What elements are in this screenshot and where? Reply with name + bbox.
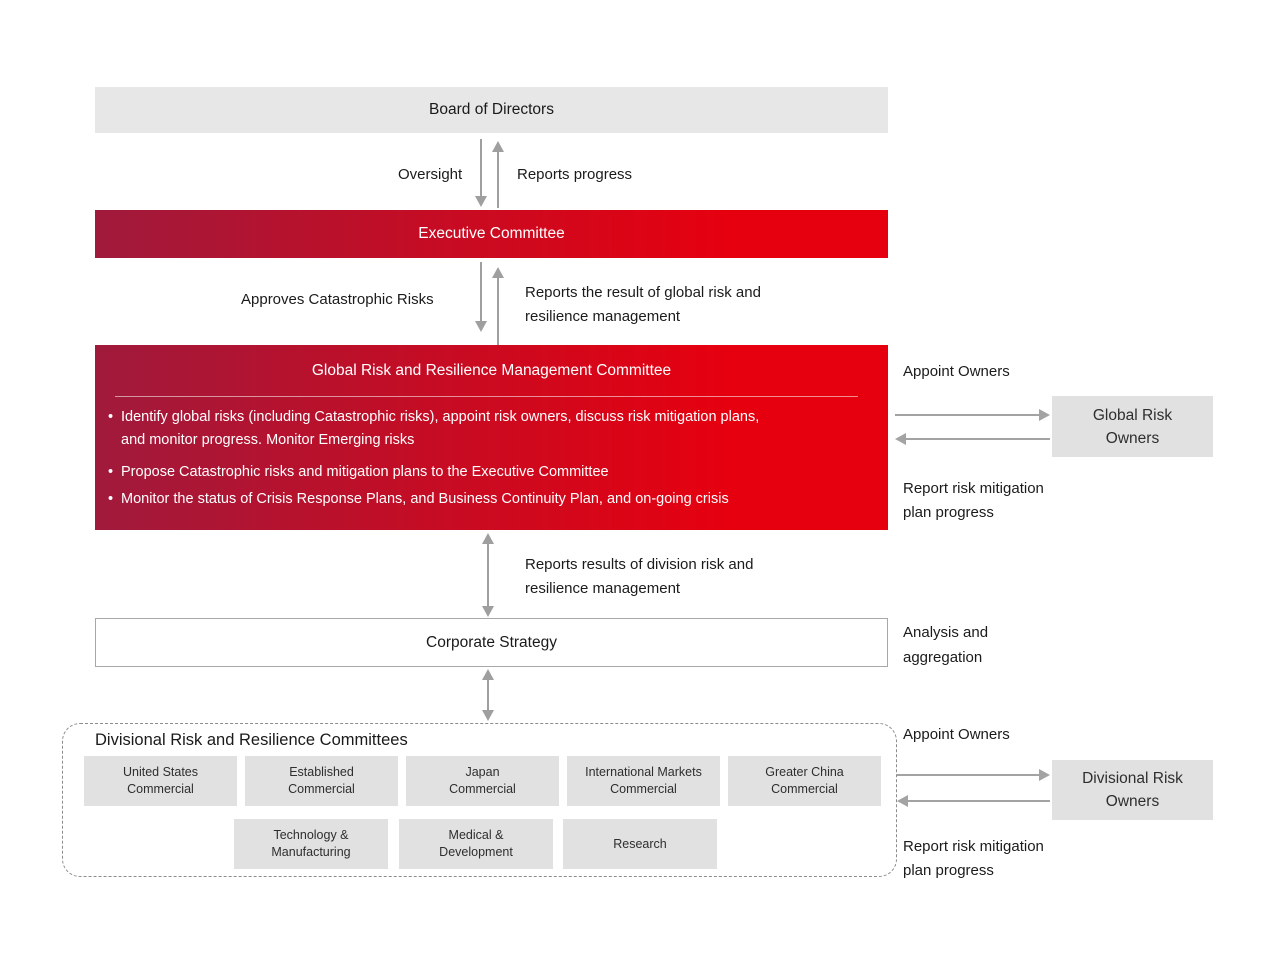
divisional-committees-container: Divisional Risk and Resilience Committee… (62, 723, 897, 877)
bullet-propose-risks: Propose Catastrophic risks and mitigatio… (108, 461, 870, 484)
reports-progress-label: Reports progress (517, 166, 633, 183)
divisional-committees-title: Divisional Risk and Resilience Committee… (95, 731, 408, 749)
appoint-owners-right-arrow-icon (895, 409, 1050, 421)
report-progress-left-arrow-icon (895, 433, 1050, 445)
division-box-research: Research (563, 819, 717, 869)
division-label: Japan Commercial (449, 765, 516, 796)
division-label: International Markets Commercial (585, 765, 702, 796)
division-box-medical-development: Medical & Development (399, 819, 553, 869)
global-risk-committee-box: Global Risk and Resilience Management Co… (95, 345, 888, 530)
executive-committee-box: Executive Committee (95, 210, 888, 258)
appoint-divisional-right-arrow-icon (897, 769, 1050, 781)
corporate-strategy-label: Corporate Strategy (426, 633, 557, 651)
oversight-down-arrow-icon (475, 139, 487, 207)
division-box-greater-china-commercial: Greater China Commercial (728, 756, 881, 806)
oversight-label: Oversight (398, 166, 463, 183)
reports-results-division-label: Reports results of division risk and res… (525, 556, 754, 597)
title-divider-line (115, 396, 858, 397)
global-risk-owners-box: Global Risk Owners (1052, 396, 1213, 457)
division-label: Medical & Development (439, 828, 513, 859)
division-label: Research (613, 836, 667, 851)
approves-risks-down-arrow-icon (475, 262, 487, 332)
board-of-directors-label: Board of Directors (429, 101, 554, 118)
bullet-identify-risks: Identify global risks (including Catastr… (108, 406, 870, 452)
division-box-united-states-commercial: United States Commercial (84, 756, 237, 806)
global-risk-committee-bullets: Identify global risks (including Catastr… (108, 406, 870, 511)
board-of-directors-box: Board of Directors (95, 87, 888, 133)
report-mitigation-top-label: Report risk mitigation plan progress (903, 480, 1044, 521)
appoint-owners-top-label: Appoint Owners (903, 363, 1010, 380)
division-box-international-markets-commercial: International Markets Commercial (567, 756, 720, 806)
reports-result-global-label: Reports the result of global risk and re… (525, 284, 761, 325)
division-results-double-arrow-icon (482, 533, 494, 617)
report-mitigation-bottom-label: Report risk mitigation plan progress (903, 838, 1044, 879)
reports-result-up-arrow-icon (492, 267, 504, 345)
global-risk-committee-title: Global Risk and Resilience Management Co… (311, 362, 672, 379)
reports-progress-up-arrow-icon (492, 141, 504, 208)
approves-catastrophic-risks-label: Approves Catastrophic Risks (241, 291, 434, 308)
global-risk-owners-label: Global Risk Owners (1092, 406, 1173, 447)
report-divisional-left-arrow-icon (897, 795, 1050, 807)
division-box-technology-manufacturing: Technology & Manufacturing (234, 819, 388, 869)
division-label: United States Commercial (122, 765, 199, 796)
division-box-japan-commercial: Japan Commercial (406, 756, 559, 806)
divisional-risk-owners-label: Divisional Risk Owners (1082, 770, 1183, 810)
bullet-monitor-crisis: Monitor the status of Crisis Response Pl… (108, 488, 870, 511)
strategy-divisional-double-arrow-icon (482, 669, 494, 721)
appoint-owners-bottom-label: Appoint Owners (903, 726, 1010, 743)
division-box-established-commercial: Established Commercial (245, 756, 398, 806)
analysis-aggregation-label: Analysis and aggregation (903, 624, 989, 666)
division-label: Established Commercial (288, 765, 355, 796)
divisional-risk-owners-box: Divisional Risk Owners (1052, 760, 1213, 820)
executive-committee-label: Executive Committee (418, 225, 565, 242)
division-label: Greater China Commercial (765, 765, 844, 796)
corporate-strategy-box: Corporate Strategy (95, 618, 888, 667)
division-label: Technology & Manufacturing (271, 828, 351, 859)
